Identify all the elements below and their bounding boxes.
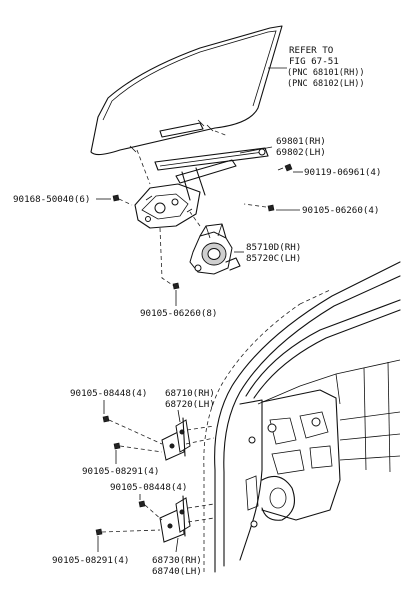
label-68740: 68740(LH) <box>152 566 202 577</box>
bolt-90105-08448-lower <box>138 500 163 521</box>
bolt-90105-08291-upper <box>113 442 163 453</box>
regulator-motor <box>189 223 241 275</box>
label-68730: 68730(RH) <box>152 555 202 566</box>
bolt-90105-08448-upper <box>102 415 163 445</box>
label-68720: 68720(LH) <box>165 399 215 410</box>
refer-text-4: (PNC 68102(LH)) <box>287 79 365 89</box>
label-90105-08448-upper: 90105-08448(4) <box>70 388 147 399</box>
dash-glass-regulator <box>214 130 229 137</box>
door-body-frame <box>203 261 401 573</box>
hinge-upper <box>161 417 191 461</box>
hinge-lower <box>159 495 191 543</box>
refer-text-3: (PNC 68101(RH)) <box>287 68 365 78</box>
refer-text-1: REFER TO <box>289 45 333 56</box>
label-90105-08291-lower: 90105-08291(4) <box>52 555 129 566</box>
bolt-90105-08291-lower <box>95 528 161 536</box>
bolt-90168 <box>112 194 133 206</box>
label-90105-08448-lower: 90105-08448(4) <box>110 482 187 493</box>
door-glass <box>90 25 283 156</box>
window-regulator <box>134 147 269 229</box>
label-90119: 90119-06961(4) <box>304 167 381 178</box>
bolt-90119 <box>277 163 293 172</box>
label-90105-08291-upper: 90105-08291(4) <box>82 466 159 477</box>
label-85710D: 85710D(RH) <box>246 242 301 253</box>
label-68710: 68710(RH) <box>165 388 215 399</box>
label-69801: 69801(RH) <box>276 136 326 147</box>
bolt-90105-06260-right <box>243 203 275 212</box>
label-90105-06260-right: 90105-06260(4) <box>302 205 379 216</box>
refer-text-2: FIG 67-51 <box>289 56 339 67</box>
label-90168: 90168-50040(6) <box>13 194 90 205</box>
label-85720C: 85720C(LH) <box>246 253 301 264</box>
bolt-90105-06260-bottom <box>172 282 180 290</box>
label-69802: 69802(LH) <box>276 147 326 158</box>
label-90105-06260-bottom: 90105-06260(8) <box>140 308 217 319</box>
